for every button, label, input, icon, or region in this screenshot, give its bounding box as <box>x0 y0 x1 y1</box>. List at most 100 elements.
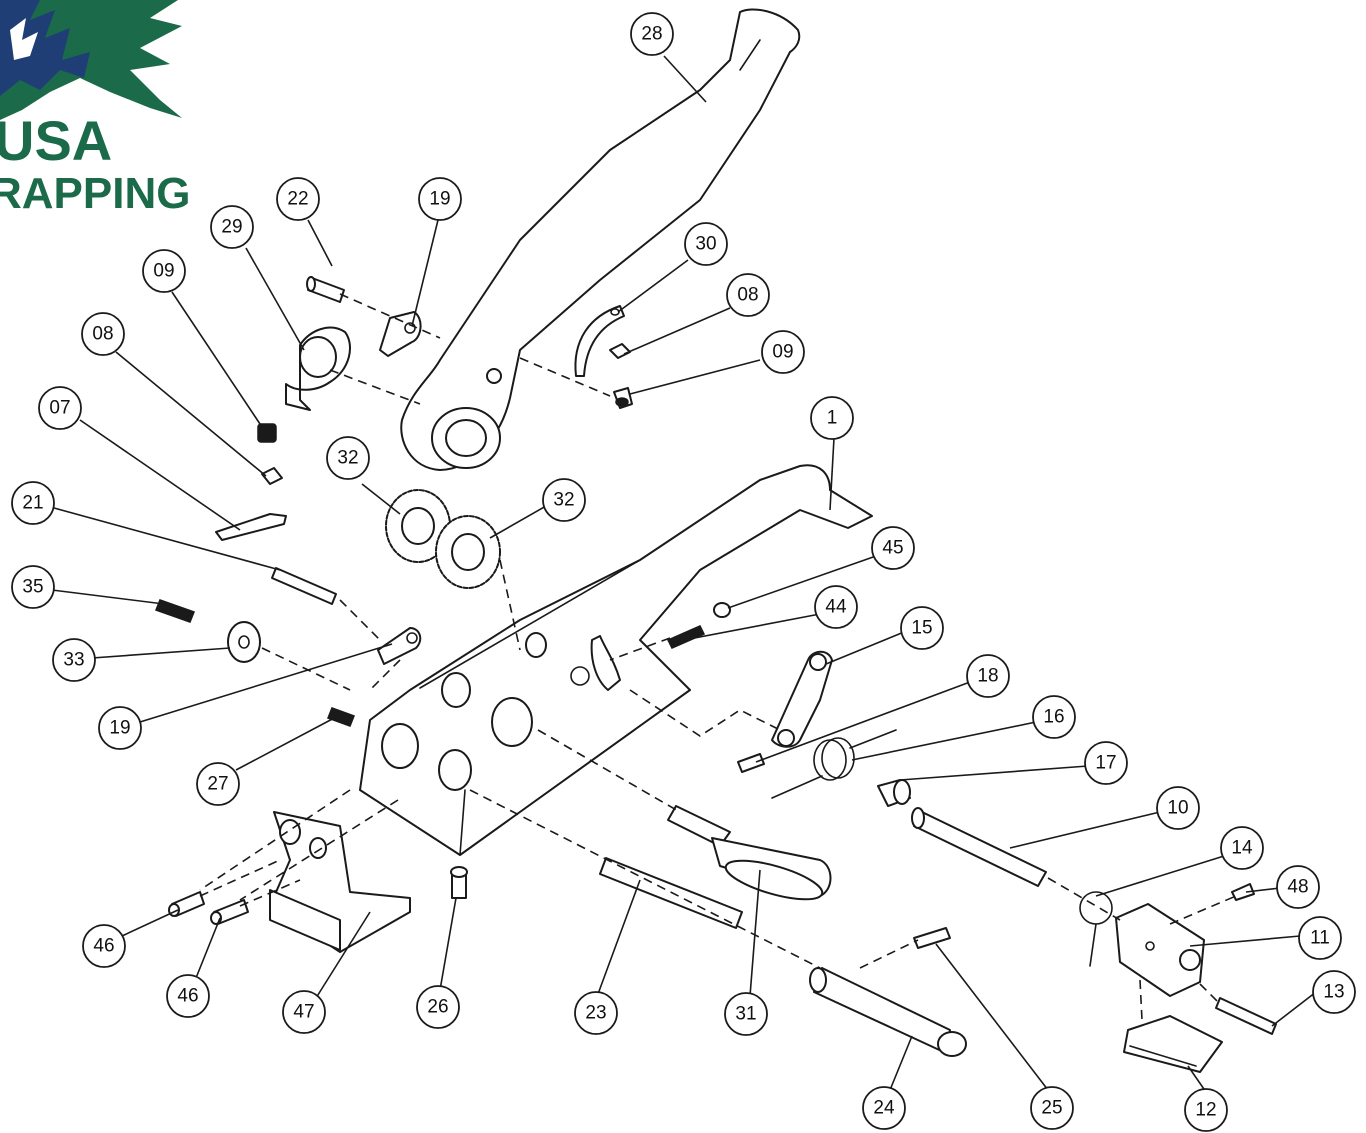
callout-label: 13 <box>1323 982 1344 1003</box>
callout-33-washer: 33 <box>52 638 96 682</box>
part-18-pin <box>737 753 765 773</box>
callout-label: 09 <box>772 342 793 363</box>
callout-label: 11 <box>1310 928 1330 949</box>
callout-08-nut-upper: 08 <box>726 273 770 317</box>
callout-08-washer-left: 08 <box>81 312 125 356</box>
part-08-nut-upper <box>609 343 631 359</box>
callout-label: 27 <box>207 774 228 795</box>
callout-35-bolt: 35 <box>11 565 55 609</box>
callout-label: 44 <box>825 597 847 618</box>
callout-label: 22 <box>287 189 308 210</box>
callout-32-gear-right: 32 <box>542 478 586 522</box>
part-32-gear-right <box>435 515 501 589</box>
part-35-bolt <box>155 599 195 623</box>
assembly-center-lines <box>199 293 1237 1021</box>
callout-label: 17 <box>1095 753 1116 774</box>
callout-label: 1 <box>827 408 838 429</box>
callout-label: 30 <box>695 234 716 255</box>
part-08-washer-left <box>261 467 283 485</box>
callout-label: 48 <box>1287 877 1308 898</box>
callout-label: 19 <box>109 718 130 739</box>
part-14-spring <box>1079 891 1113 967</box>
callout-11-block: 11 <box>1298 916 1342 960</box>
callout-label: 07 <box>49 398 70 419</box>
part-30-spring-clip <box>574 305 625 377</box>
callout-32-gear-left: 32 <box>326 436 370 480</box>
logo-text-line2: RAPPING <box>0 169 190 218</box>
part-12-gripper <box>1123 1015 1223 1073</box>
callout-27-screw: 27 <box>196 762 240 806</box>
callout-label: 29 <box>221 217 242 238</box>
callout-22-pin: 22 <box>276 177 320 221</box>
callout-label: 16 <box>1043 707 1064 728</box>
part-47-plate <box>269 811 411 953</box>
callout-17-bushing: 17 <box>1084 741 1128 785</box>
callout-label: 18 <box>977 666 998 687</box>
callout-18-pin: 18 <box>966 654 1010 698</box>
callout-label: 10 <box>1167 798 1188 819</box>
callout-24-sleeve: 24 <box>862 1086 906 1130</box>
part-10-shaft <box>911 807 1047 887</box>
callout-label: 15 <box>911 618 932 639</box>
callout-14-spring: 14 <box>1220 826 1264 870</box>
callout-44-screw: 44 <box>814 585 858 629</box>
part-33-washer <box>227 621 261 663</box>
part-32-gear-left <box>385 489 451 563</box>
callout-label: 14 <box>1231 838 1253 859</box>
part-11-block <box>1115 903 1205 997</box>
callout-26-screw: 26 <box>416 985 460 1029</box>
callout-09-screw-upper: 09 <box>761 330 805 374</box>
part-24-sleeve <box>809 967 967 1057</box>
callout-10-shaft: 10 <box>1156 786 1200 830</box>
callout-07-strip: 07 <box>38 386 82 430</box>
part-25-pin <box>913 927 951 949</box>
callout-label: 46 <box>177 986 198 1007</box>
callout-label: 25 <box>1041 1098 1062 1119</box>
part-48-pin <box>1231 883 1255 901</box>
part-29-cam <box>285 326 351 411</box>
callout-46-screw-a: 46 <box>82 924 126 968</box>
part-44-screw <box>666 625 706 649</box>
callout-label: 47 <box>293 1002 314 1023</box>
callout-19-link-lower: 19 <box>98 706 142 750</box>
callout-label: 45 <box>882 538 903 559</box>
callout-25-pin: 25 <box>1030 1086 1074 1130</box>
callout-45-nut: 45 <box>871 526 915 570</box>
part-28-upper-handle <box>400 8 801 471</box>
part-46-screw-b <box>210 899 249 925</box>
part-09-screw-left <box>257 423 277 443</box>
callout-label: 32 <box>337 448 358 469</box>
callout-label: 35 <box>22 577 43 598</box>
part-15-lever <box>771 650 833 748</box>
callout-label: 08 <box>737 285 758 306</box>
part-07-strip <box>215 513 287 541</box>
part-1-main-base <box>359 464 873 856</box>
part-09-screw-upper <box>613 387 633 409</box>
callout-label: 09 <box>153 261 174 282</box>
part-31-roller <box>667 805 832 901</box>
callout-29-cam: 29 <box>210 205 254 249</box>
callout-15-lever: 15 <box>900 606 944 650</box>
part-26-screw <box>450 866 468 899</box>
callout-16-spring: 16 <box>1032 695 1076 739</box>
part-46-screw-a <box>168 891 205 917</box>
callout-label: 23 <box>585 1003 606 1024</box>
callout-1-main-base: 1 <box>810 396 854 440</box>
callout-23-pin: 23 <box>574 991 618 1035</box>
part-19-link-lower <box>377 627 422 665</box>
callout-28-upper-handle: 28 <box>630 12 674 56</box>
callout-47-plate: 47 <box>282 990 326 1034</box>
logo-snow-graphic <box>10 18 38 60</box>
callout-label: 21 <box>22 493 43 514</box>
part-13-rod <box>1215 997 1277 1035</box>
callout-label: 26 <box>427 997 448 1018</box>
callout-46-screw-b: 46 <box>166 974 210 1018</box>
callout-19-link-upper: 19 <box>418 177 462 221</box>
part-27-screw <box>327 707 355 727</box>
callout-48-pin: 48 <box>1276 865 1320 909</box>
part-16-spring <box>771 729 897 799</box>
callout-label: 46 <box>93 936 114 957</box>
part-22-pin <box>306 276 345 303</box>
callout-label: 28 <box>641 24 662 45</box>
